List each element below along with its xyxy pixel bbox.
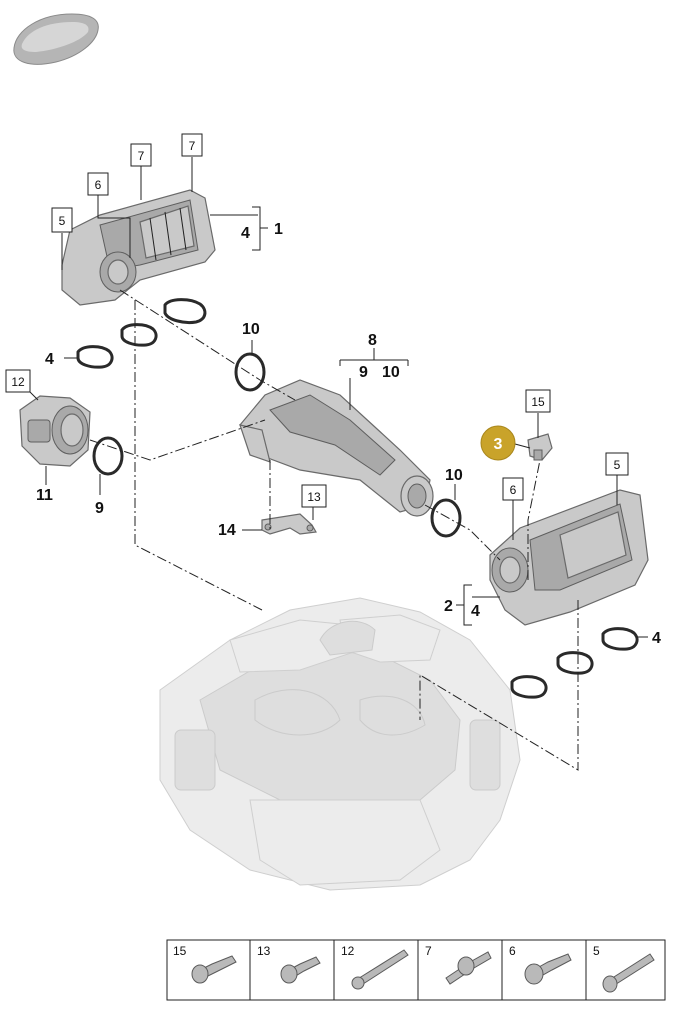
callout-1: 1 [274, 221, 283, 238]
svg-text:7: 7 [425, 944, 432, 958]
svg-text:7: 7 [138, 149, 145, 163]
svg-text:3: 3 [494, 436, 503, 453]
callout-2: 2 [444, 598, 453, 615]
gaskets [76, 298, 639, 699]
callout-10-upper: 10 [242, 321, 260, 338]
svg-text:13: 13 [307, 490, 321, 504]
o-ring-10-upper [234, 352, 266, 392]
svg-text:15: 15 [173, 944, 187, 958]
callout-labels: 1 4 4 10 8 9 10 11 9 10 14 2 4 4 [36, 221, 661, 647]
callout-4-manifold-left: 4 [241, 225, 250, 242]
boxed-callouts: 7 7 6 5 12 13 15 6 [5, 133, 629, 508]
gasket-right-middle [556, 651, 594, 675]
svg-text:7: 7 [189, 139, 196, 153]
fastener-cell-5: 5 [593, 944, 655, 993]
gasket-right-lower [510, 675, 548, 699]
boxed-callout-13: 13 [301, 484, 327, 508]
fastener-cell-12: 12 [341, 944, 409, 990]
svg-text:6: 6 [510, 483, 517, 497]
svg-text:6: 6 [509, 944, 516, 958]
boxed-callout-15: 15 [525, 389, 551, 413]
gasket-left-lower [120, 323, 158, 347]
callout-4-gasket-left: 4 [45, 351, 54, 368]
callout-4-gasket-right: 4 [652, 630, 661, 647]
svg-text:15: 15 [531, 395, 545, 409]
throttle-body [19, 395, 91, 467]
fastener-table: 15 13 12 7 6 5 [166, 939, 666, 1001]
callout-11: 11 [36, 487, 53, 504]
callout-10-pipe: 10 [382, 364, 400, 381]
highlight-badge-3[interactable]: 3 [480, 425, 516, 461]
boxed-callout-5-upper: 5 [51, 207, 73, 233]
gasket-left-4 [76, 345, 114, 369]
callout-10-lower: 10 [445, 467, 463, 484]
boxed-callout-7-right: 7 [181, 133, 203, 157]
callout-9-lower: 9 [95, 500, 104, 517]
o-ring-10-lower [430, 498, 462, 538]
bracket [261, 513, 317, 535]
callout-8: 8 [368, 332, 377, 349]
fastener-cell-7: 7 [425, 944, 492, 985]
svg-text:5: 5 [614, 458, 621, 472]
svg-text:5: 5 [593, 944, 600, 958]
car-silhouette-icon [13, 13, 99, 65]
gasket-right-upper [601, 627, 639, 651]
pressure-sensor [527, 433, 553, 461]
fastener-cell-15: 15 [173, 944, 237, 984]
boxed-callout-6-lower: 6 [502, 477, 524, 501]
intake-pipe [239, 379, 434, 517]
intake-manifold-right [489, 489, 649, 626]
fastener-cell-6: 6 [509, 944, 572, 985]
callout-4-manifold-right: 4 [471, 603, 480, 620]
assembly-lines [89, 289, 579, 771]
callout-14: 14 [218, 522, 236, 539]
boxed-callout-7-left: 7 [130, 143, 152, 167]
callout-9-upper: 9 [359, 364, 368, 381]
engine-block [159, 597, 521, 891]
boxed-callout-6-upper: 6 [87, 172, 109, 196]
o-ring-9 [92, 436, 124, 476]
svg-text:13: 13 [257, 944, 271, 958]
svg-text:12: 12 [11, 375, 25, 389]
boxed-callout-12: 12 [5, 369, 31, 393]
gasket-left-upper [163, 298, 207, 324]
fastener-cell-13: 13 [257, 944, 321, 984]
boxed-callout-5-lower: 5 [605, 452, 629, 476]
svg-text:5: 5 [59, 214, 66, 228]
svg-text:12: 12 [341, 944, 355, 958]
svg-text:6: 6 [95, 178, 102, 192]
leader-lines [27, 157, 648, 638]
intake-manifold-left [61, 189, 216, 306]
